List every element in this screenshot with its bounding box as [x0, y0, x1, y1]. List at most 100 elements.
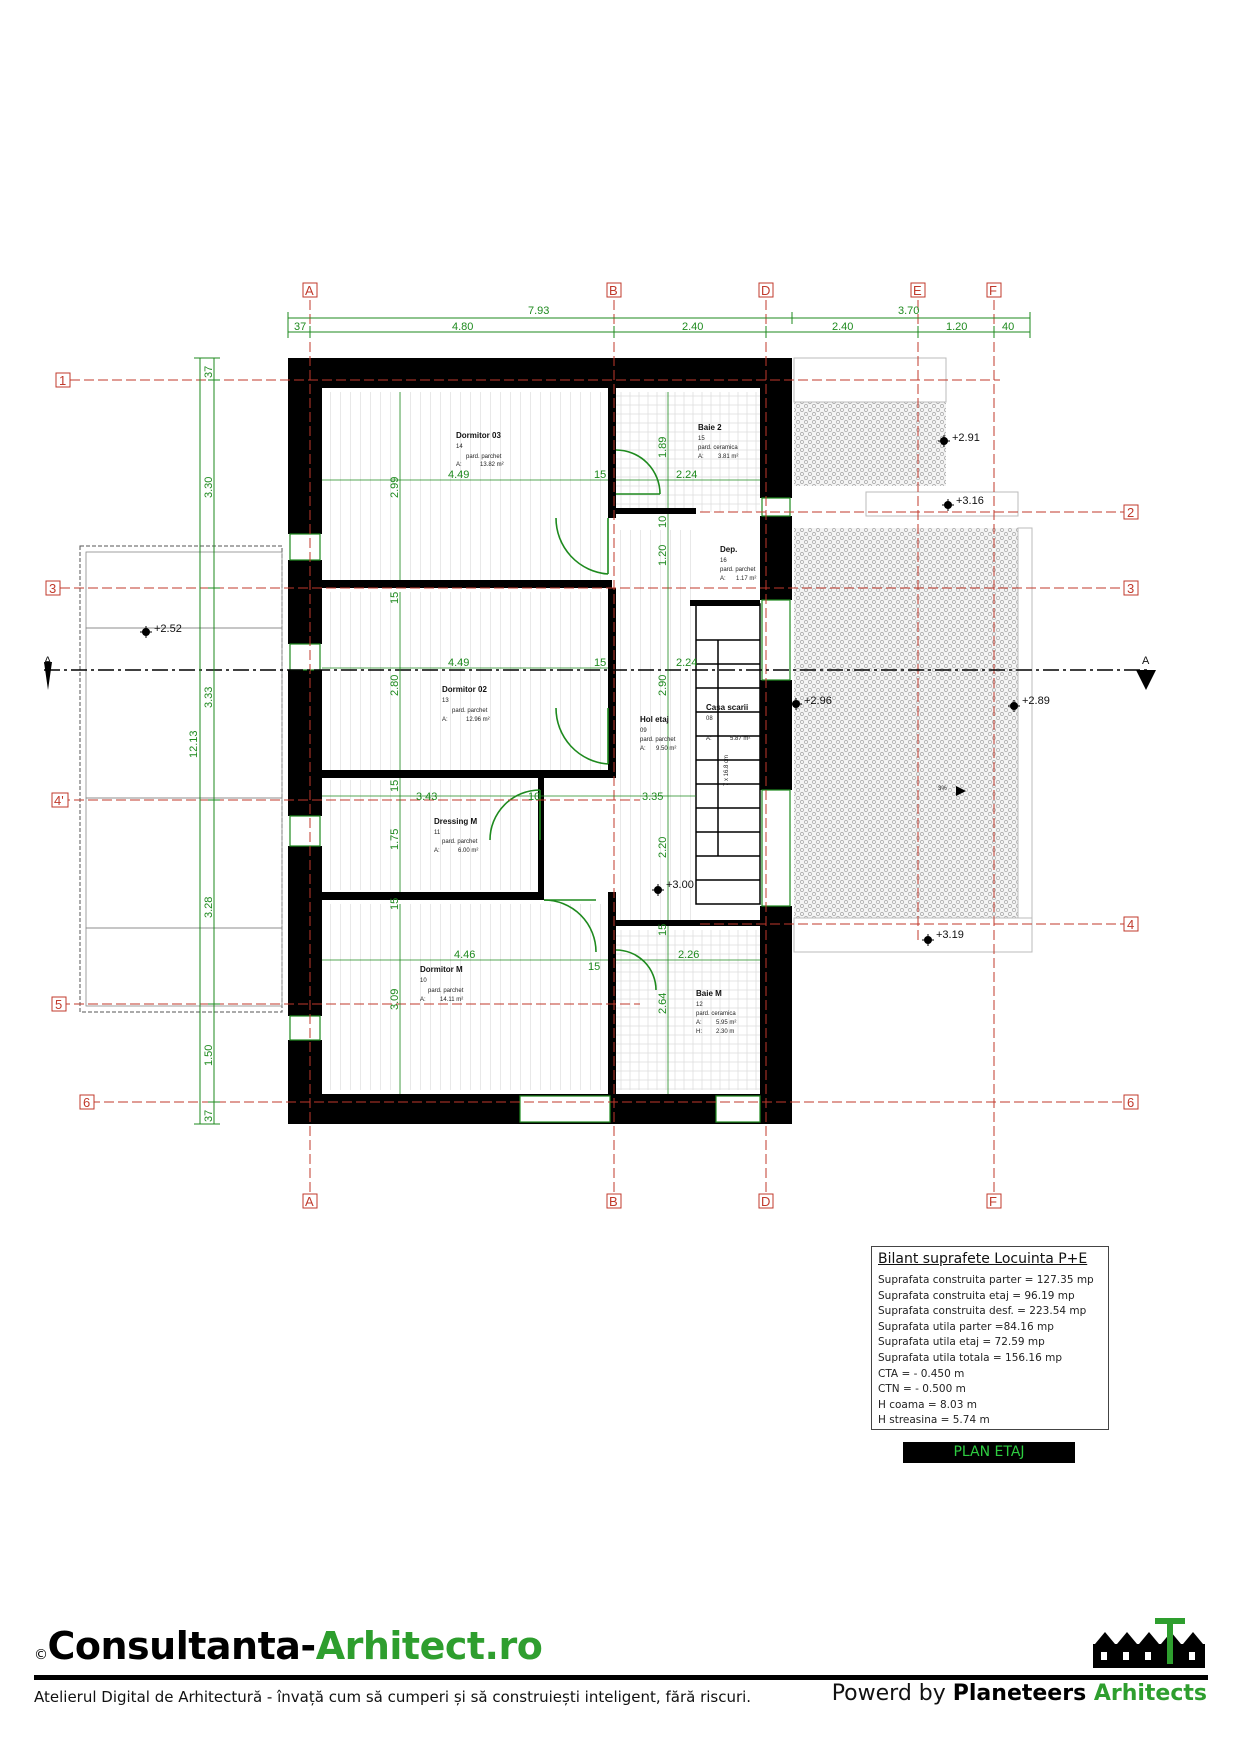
svg-text:15: 15	[594, 469, 606, 481]
svg-text:10: 10	[528, 791, 540, 803]
svg-text:+2.96: +2.96	[804, 695, 832, 707]
dim-top-seg: 1.20	[946, 321, 967, 333]
svg-text:1.89: 1.89	[657, 437, 669, 458]
room-label-casa-scarii: Casa scarii 08 A: 5.87 m² 7 x 16.8 cm	[706, 703, 750, 786]
svg-text:14: 14	[456, 444, 463, 450]
svg-text:pard. parchet: pard. parchet	[428, 988, 464, 994]
svg-text:10: 10	[420, 978, 427, 984]
svg-text:A:: A:	[442, 717, 448, 723]
room-label-baie-m: Baie M 12 pard. ceramica A: 5.95 m² H: 2…	[696, 989, 736, 1035]
svg-text:Baie 2: Baie 2	[698, 423, 722, 432]
grid-labels: A B D E F A B D F 1 2 3 3 4' 4 5 6 6	[45, 282, 1139, 1209]
svg-text:A:: A:	[698, 454, 704, 460]
room-label-dep: Dep. 16 pard. parchet A: 1.17 m²	[720, 545, 756, 582]
svg-text:Casa scarii: Casa scarii	[706, 703, 748, 712]
svg-text:2.30 m: 2.30 m	[716, 1029, 734, 1035]
svg-text:2.90: 2.90	[657, 675, 669, 696]
svg-text:10: 10	[657, 516, 669, 528]
svg-text:1: 1	[59, 373, 66, 388]
room-label-hol-etaj: Hol etaj 09 pard. parchet A: 9.50 m²	[640, 715, 676, 752]
powered-by[interactable]: Powerd by Planeteers Arhitects	[832, 1681, 1207, 1706]
plan-title-badge: PLAN ETAJ	[903, 1442, 1075, 1463]
area-summary-line: Suprafata utila etaj = 72.59 mp	[878, 1336, 1045, 1349]
walls	[288, 358, 792, 1124]
room-label-baie-2: Baie 2 15 pard. ceramica A: 3.81 m²	[698, 423, 738, 460]
svg-text:pard. parchet: pard. parchet	[452, 708, 488, 714]
svg-text:pard. ceramica: pard. ceramica	[696, 1011, 736, 1017]
floor-plan-drawing: A A A B D E F A B D F 1 2 3 3 4' 4 5	[44, 282, 1156, 1209]
terrace-lower	[794, 528, 1018, 918]
svg-text:6: 6	[1127, 1095, 1134, 1110]
area-summary-box: Bilant suprafete Locuinta P+E Suprafata …	[871, 1246, 1109, 1430]
svg-text:4.46: 4.46	[454, 949, 475, 961]
dim-top-total: 7.93	[528, 305, 549, 317]
svg-text:6: 6	[83, 1095, 90, 1110]
dim-left-seg: 37	[203, 366, 215, 378]
svg-text:14.11 m²: 14.11 m²	[440, 997, 463, 1003]
svg-text:pard. parchet: pard. parchet	[442, 839, 478, 845]
svg-text:Hol etaj: Hol etaj	[640, 715, 669, 724]
footer-divider	[34, 1675, 1208, 1680]
svg-text:1.17 m²: 1.17 m²	[736, 576, 756, 582]
svg-text:15: 15	[588, 961, 600, 973]
svg-text:1.75: 1.75	[389, 829, 401, 850]
svg-text:A:: A:	[434, 848, 440, 854]
svg-text:H:: H:	[696, 1029, 702, 1035]
area-summary-line: CTA = - 0.450 m	[878, 1367, 965, 1380]
powered-by-brand-black: Planeteers	[952, 1681, 1087, 1706]
svg-text:+2.52: +2.52	[154, 623, 182, 635]
svg-text:3: 3	[49, 581, 56, 596]
dim-top-seg: 4.80	[452, 321, 473, 333]
dim-left-seg: 37	[203, 1110, 215, 1122]
svg-text:A: A	[305, 283, 314, 298]
planeteers-logo-icon	[1093, 1618, 1205, 1668]
svg-text:A:: A:	[720, 576, 726, 582]
svg-text:A:: A:	[640, 746, 646, 752]
terrace-upper	[794, 402, 946, 486]
svg-text:12.96 m²: 12.96 m²	[466, 717, 490, 723]
svg-text:08: 08	[706, 716, 713, 722]
svg-text:Dormitor M: Dormitor M	[420, 965, 463, 974]
top-dimensions	[287, 312, 1031, 338]
svg-text:A:: A:	[696, 1020, 702, 1026]
area-summary-line: Suprafata utila totala = 156.16 mp	[878, 1351, 1063, 1364]
svg-text:3.43: 3.43	[416, 791, 437, 803]
footer-tagline: Atelierul Digital de Arhitectură - învaț…	[34, 1688, 752, 1706]
slope-arrow-icon	[956, 786, 966, 796]
doors	[489, 449, 661, 991]
brand-logo[interactable]: ©Consultanta-Arhitect.ro	[34, 1624, 543, 1668]
level-markers: +2.91 +3.16 +2.52 +2.96 +2.89 +3.00 +3.1…	[140, 432, 1050, 946]
svg-text:15: 15	[594, 657, 606, 669]
area-summary-title: Bilant suprafete Locuinta P+E	[878, 1251, 1088, 1267]
svg-text:7 x 16.8 cm: 7 x 16.8 cm	[724, 755, 730, 786]
svg-text:09: 09	[640, 728, 647, 734]
room-label-dormitor-03: Dormitor 03 14 pard. parchet A: 13.82 m²	[456, 431, 504, 468]
svg-text:15: 15	[389, 898, 401, 910]
svg-text:A:: A:	[420, 997, 426, 1003]
area-summary-line: CTN = - 0.500 m	[878, 1383, 966, 1396]
area-summary-line: Suprafata construita parter = 127.35 mp	[878, 1274, 1094, 1286]
svg-text:2.24: 2.24	[676, 657, 697, 669]
svg-text:15: 15	[657, 924, 669, 936]
brand-text-black: Consultanta-	[47, 1624, 317, 1668]
grid-lines	[60, 300, 1130, 1196]
svg-text:12: 12	[696, 1002, 703, 1008]
svg-text:pard. ceramica: pard. ceramica	[698, 445, 738, 451]
svg-text:B: B	[609, 283, 618, 298]
svg-text:F: F	[989, 1194, 997, 1209]
svg-text:A:: A:	[706, 736, 712, 742]
svg-text:4.49: 4.49	[448, 657, 469, 669]
svg-text:B: B	[609, 1194, 618, 1209]
area-summary-line: Suprafata construita desf. = 223.54 mp	[878, 1305, 1087, 1318]
svg-text:1.20: 1.20	[657, 545, 669, 566]
brand-text-green: Arhitect.ro	[315, 1624, 543, 1668]
svg-text:2.26: 2.26	[678, 949, 699, 961]
inner-dimension-lines	[322, 392, 760, 1094]
room-label-dressing-m: Dressing M 11 pard. parchet A: 6.00 m²	[434, 817, 478, 854]
staircase	[695, 603, 761, 905]
svg-text:15: 15	[389, 780, 401, 792]
svg-text:pard. parchet: pard. parchet	[466, 454, 502, 460]
svg-text:D: D	[761, 283, 770, 298]
section-label-right: A	[1142, 655, 1150, 667]
svg-text:3.81 m²: 3.81 m²	[718, 454, 738, 460]
